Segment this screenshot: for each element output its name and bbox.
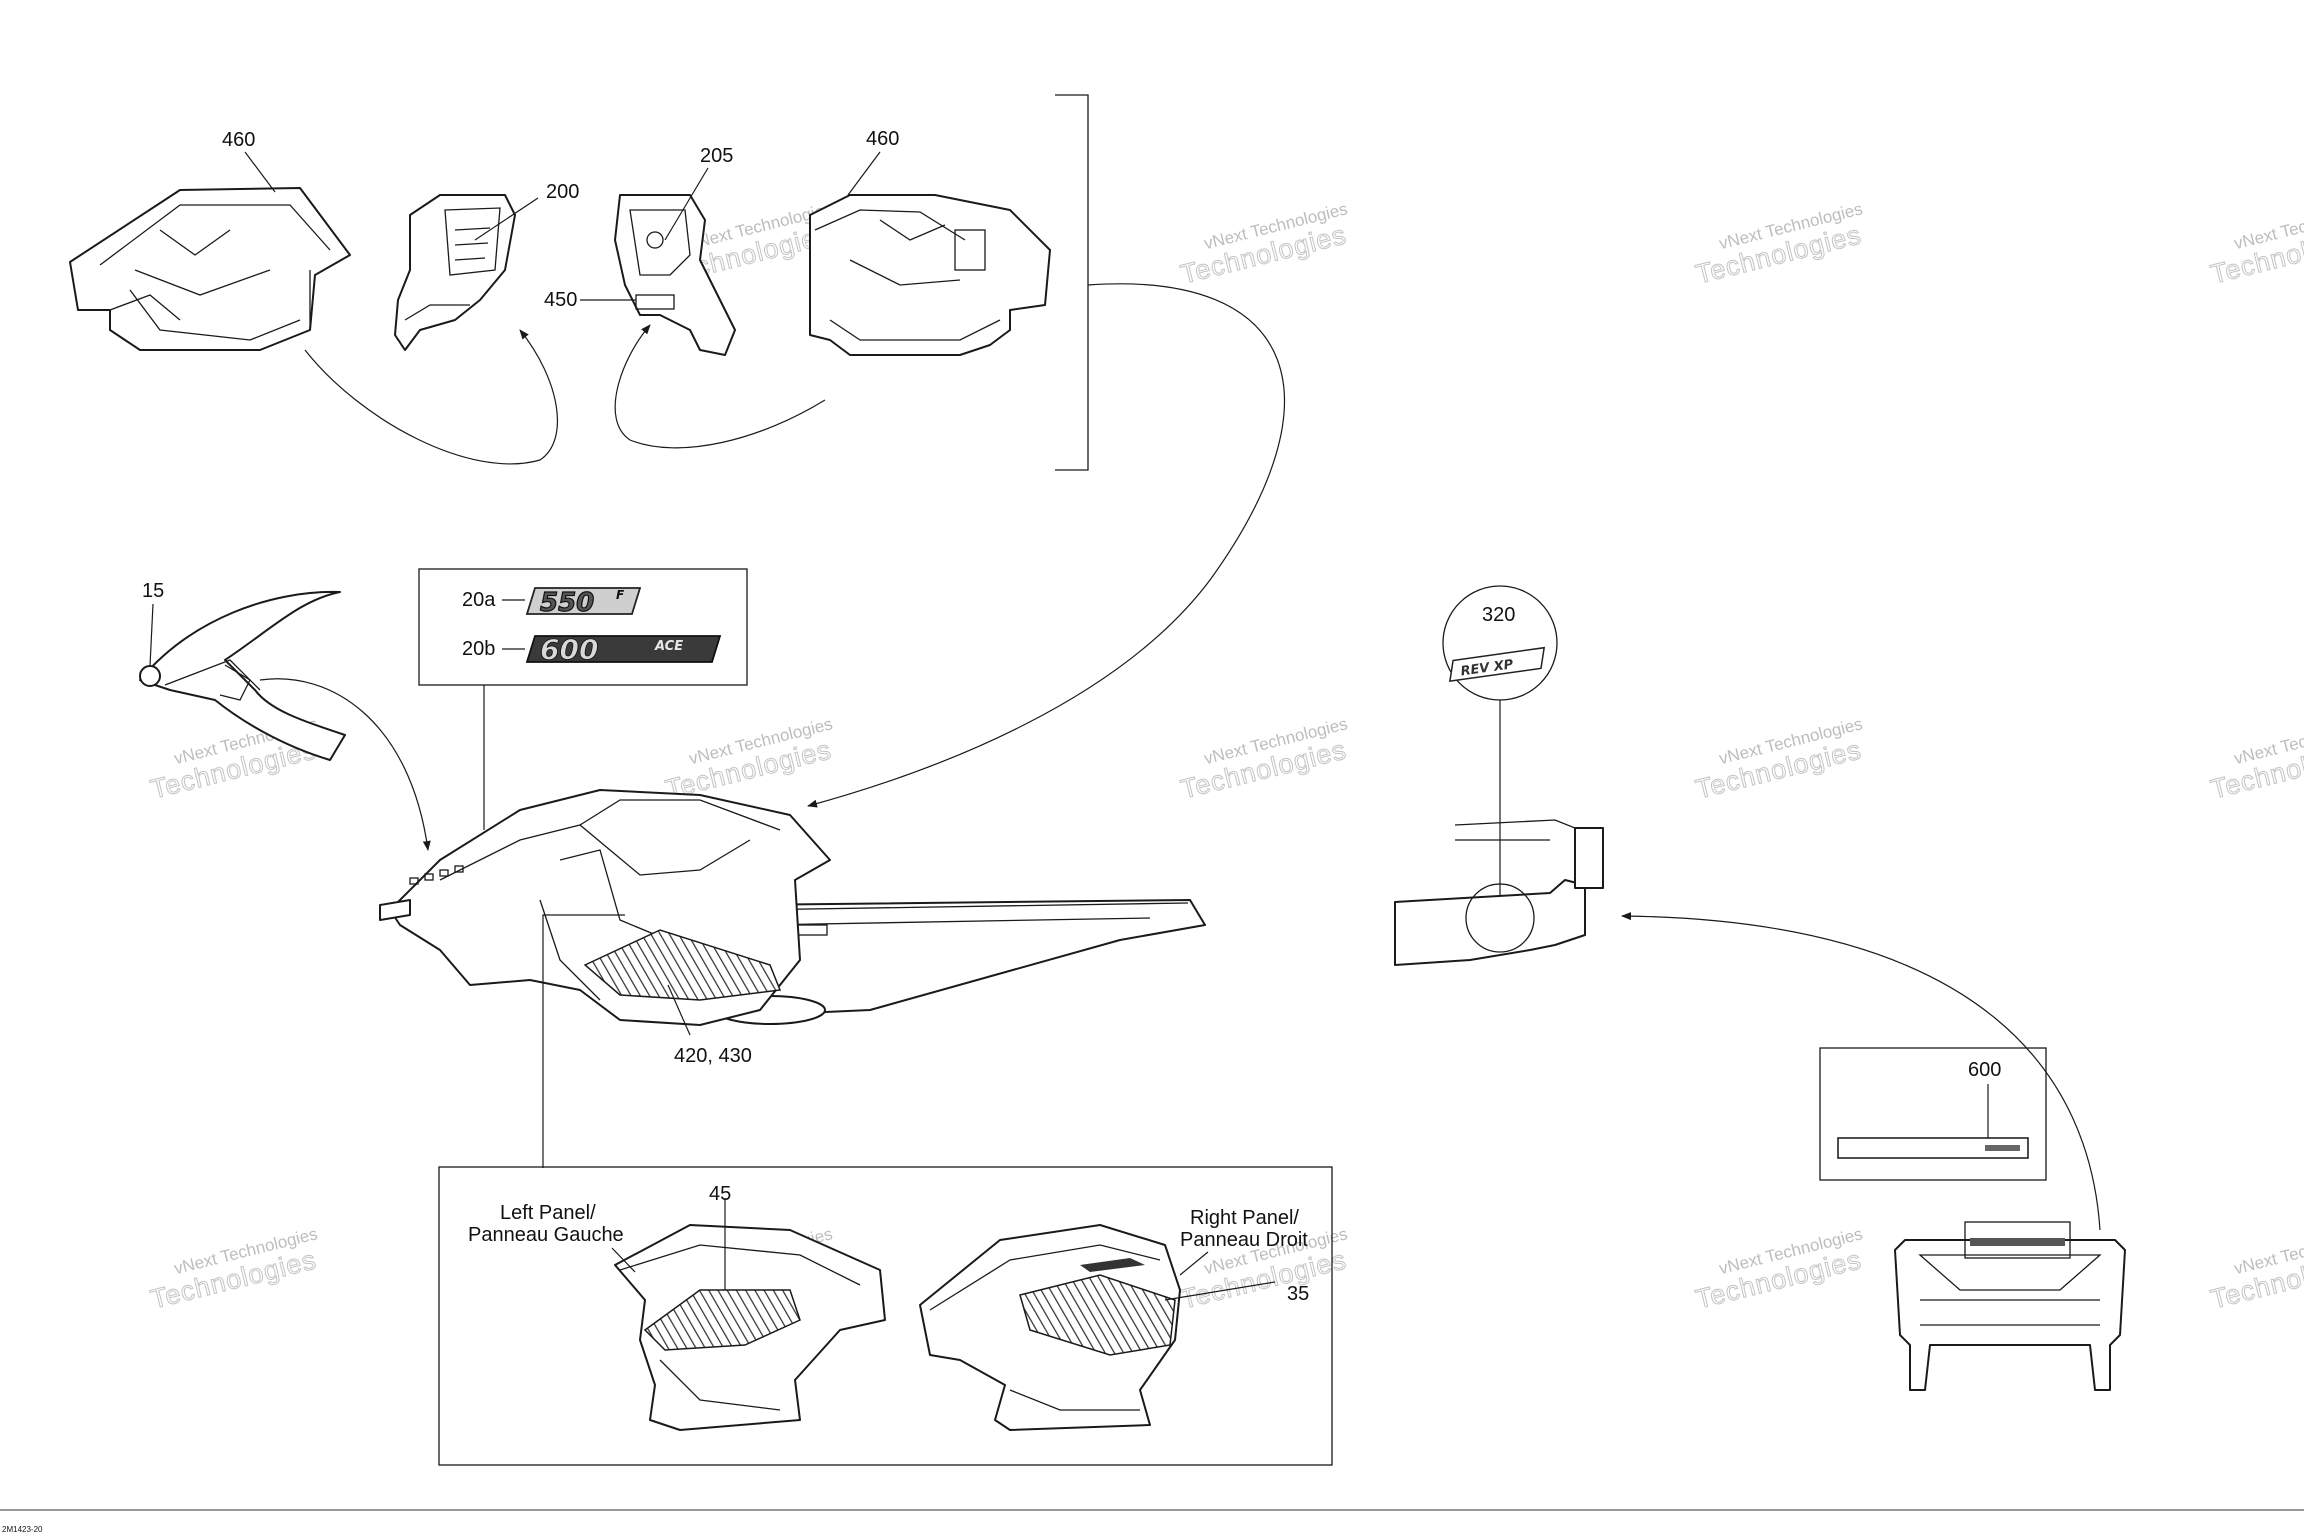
decal-20a-suffix: F — [616, 588, 625, 602]
rear-tunnel — [1394, 879, 1586, 966]
decal-600ace: 600 ACE — [525, 633, 722, 666]
tunnel — [739, 899, 1206, 1016]
group-bracket — [1055, 94, 1089, 471]
hood-panel-205 — [614, 194, 736, 356]
side-decal-420-430 — [583, 929, 782, 1001]
callout-320: 320 — [1482, 604, 1515, 626]
leader-line — [664, 167, 709, 241]
leader-line — [611, 1247, 636, 1273]
label-box-600: 600 — [1819, 1047, 2047, 1181]
left-panel-drawing — [614, 1198, 886, 1431]
left-panel-title-line2: Panneau Gauche — [468, 1224, 624, 1246]
leader-line — [244, 151, 276, 193]
callout-200: 200 — [546, 181, 579, 203]
callout-20b: 20b — [462, 638, 495, 660]
callout-205: 205 — [700, 145, 733, 167]
footer-code: 2M1423-20 — [2, 1525, 43, 1534]
left-panel-title-line1: Left Panel/ — [500, 1202, 596, 1224]
swap-arrow-left — [304, 329, 559, 465]
right-panel-title-line2: Panneau Droit — [1180, 1229, 1308, 1251]
callout-420-430: 420, 430 — [674, 1045, 752, 1067]
decal-20b-number: 600 — [540, 633, 598, 666]
side-panels-frame — [438, 1166, 1333, 1466]
callout-600: 600 — [1968, 1059, 2001, 1081]
group-connector-arrow — [807, 283, 1286, 808]
decal-20b-suffix: ACE — [654, 639, 683, 654]
leader-line — [149, 603, 154, 667]
nose-piece-group: 15 — [139, 580, 431, 851]
rear-bumper — [1894, 1221, 2126, 1391]
warning-label-600 — [1837, 1137, 2029, 1159]
decal-box-frame — [418, 568, 748, 686]
rear-arrow — [1621, 912, 2101, 1231]
hood-panel-200 — [394, 194, 516, 351]
leader-line — [1179, 1251, 1209, 1276]
decal-20a-number: 550 — [540, 588, 594, 618]
revxp-group: 320 REV XP — [1394, 585, 2101, 1231]
callout-460-left: 460 — [222, 129, 255, 151]
right-panel-title-line1: Right Panel/ — [1190, 1207, 1299, 1229]
right-side-panel — [809, 194, 1051, 356]
left-panel-decal-45 — [643, 1289, 801, 1351]
callout-20a: 20a — [462, 589, 496, 611]
top-panel-group: 460 200 205 460 450 — [69, 94, 1286, 808]
leader-line — [847, 151, 881, 196]
main-vehicle: 420, 430 — [379, 789, 1206, 1168]
callout-15: 15 — [142, 580, 164, 602]
side-panels-box: 45 Left Panel/ Panneau Gauche 35 Right P… — [438, 1166, 1333, 1466]
leader-line — [1164, 1281, 1276, 1301]
left-side-panel — [69, 187, 351, 351]
right-panel-drawing — [919, 1224, 1276, 1431]
swap-arrow-right — [614, 324, 826, 449]
nose-arrow — [259, 678, 431, 851]
decal-box-20: 20a 550 F 20b 600 ACE — [418, 568, 748, 830]
callout-45: 45 — [709, 1183, 731, 1205]
decal-550f: 550 F — [525, 587, 642, 619]
callout-35: 35 — [1287, 1283, 1309, 1305]
callout-450: 450 — [544, 289, 577, 311]
nose-vents — [409, 865, 464, 885]
leader-line — [474, 197, 539, 241]
leader-line — [542, 914, 625, 1168]
callout-460-right: 460 — [866, 128, 899, 150]
label-box-frame — [1819, 1047, 2047, 1181]
decal-320-text: REV XP — [1460, 657, 1515, 679]
right-panel-decal-35 — [1019, 1274, 1176, 1356]
leader-line — [667, 984, 691, 1036]
